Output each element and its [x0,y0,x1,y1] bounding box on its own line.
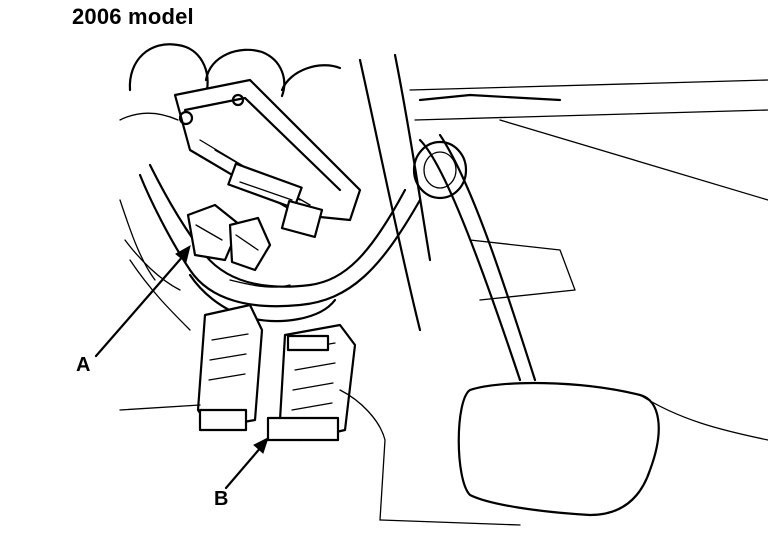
callout-b-leader [224,437,269,490]
callout-label-b: B [214,488,229,510]
wire-harness [119,163,422,331]
background-shapes [119,43,342,121]
page-title: 2006 model [72,4,194,29]
control-module [173,78,362,222]
floor-lines [119,389,521,526]
connector-a [186,199,324,272]
connector-left [196,303,264,432]
callout-label-a: A [76,354,91,376]
callout-a-leader [94,244,191,358]
pedal-pad [457,381,768,517]
connector-b [266,323,357,442]
trim-panel [358,53,768,382]
